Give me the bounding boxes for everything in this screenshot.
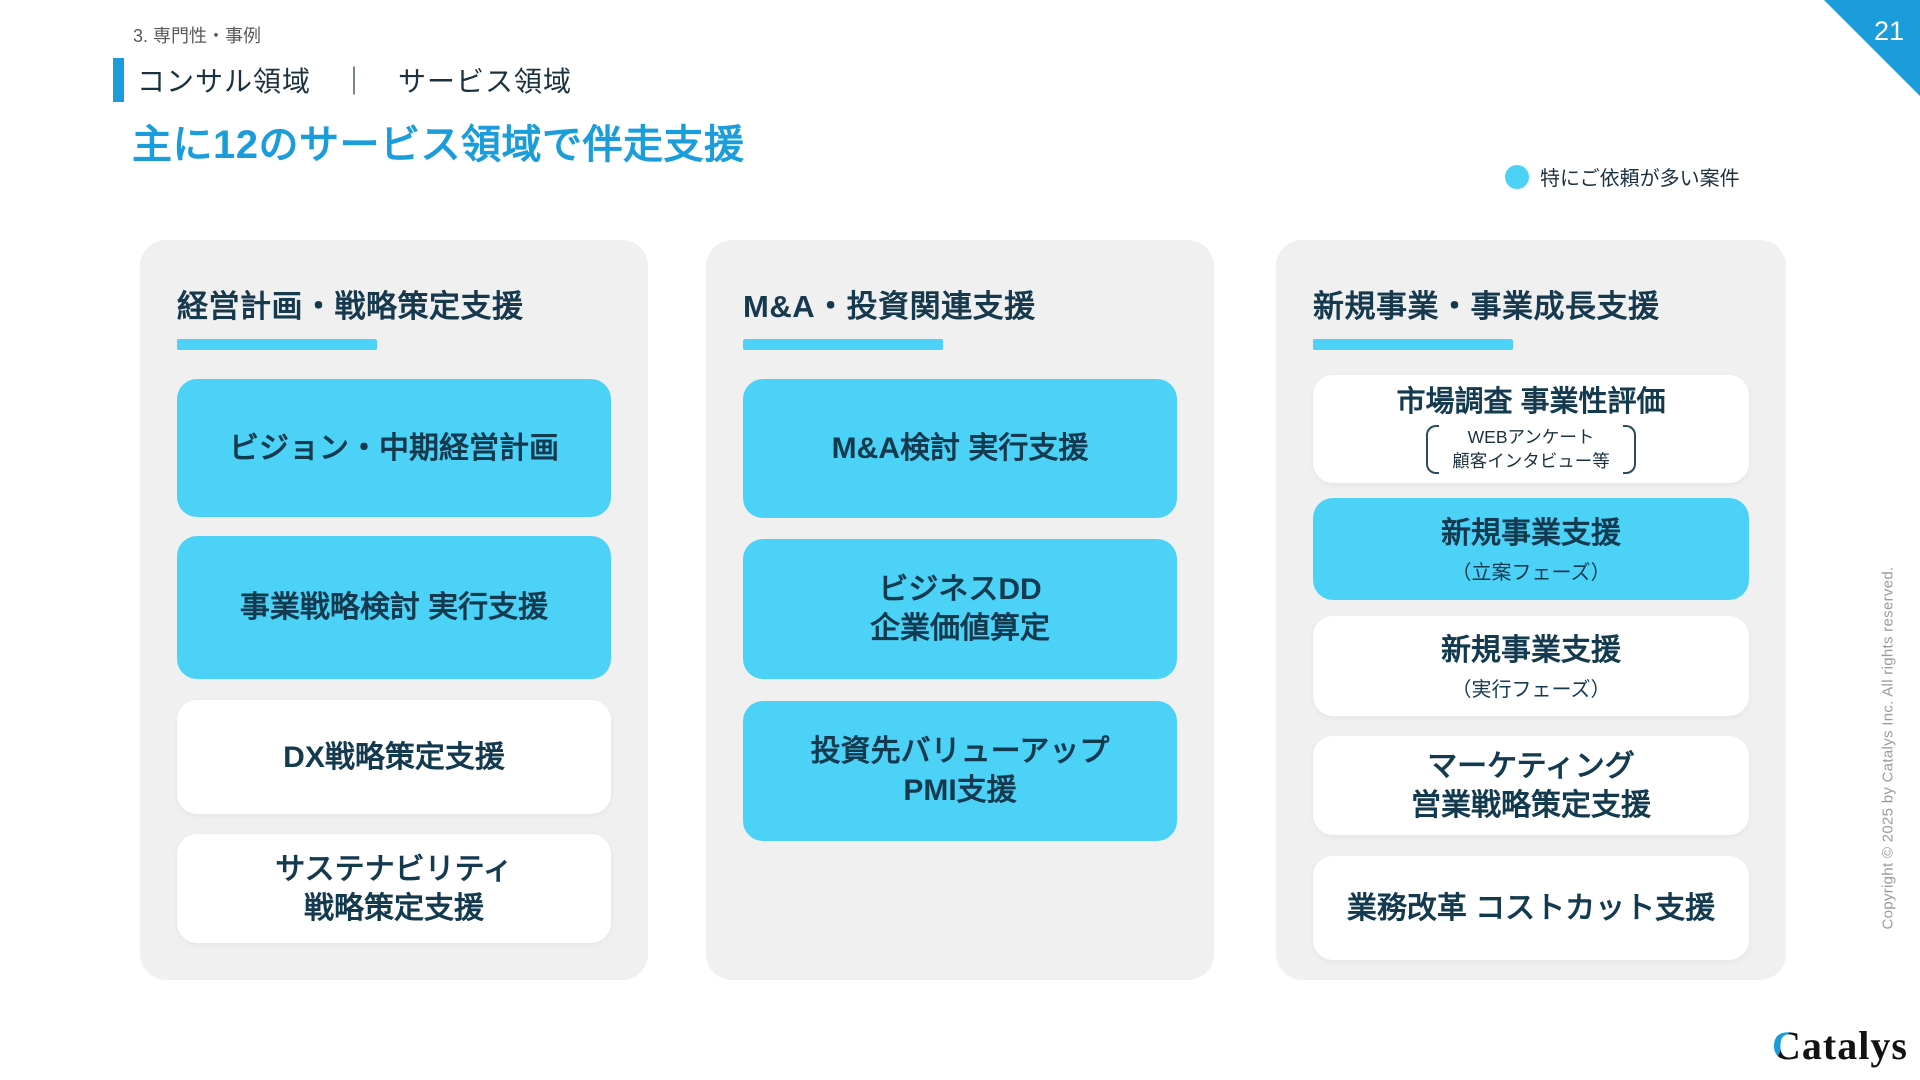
legend: 特にご依頼が多い案件 <box>1505 162 1740 191</box>
service-card-label: 新規事業支援 <box>1441 633 1621 667</box>
service-card-label: ビジネスDD <box>878 573 1042 606</box>
service-card: M&A検討 実行支援 <box>743 379 1177 518</box>
service-card-label: 市場調査 事業性評価 <box>1396 385 1666 418</box>
page-title: 主に12のサービス領域で伴走支援 <box>132 123 745 167</box>
service-card-label: PMI支援 <box>903 774 1017 807</box>
service-card: 新規事業支援 （実行フェーズ） <box>1313 616 1749 716</box>
service-card: ビジョン・中期経営計画 <box>177 379 611 517</box>
service-card: 新規事業支援 （立案フェーズ） <box>1313 498 1749 600</box>
column-ma-investment: M&A・投資関連支援 M&A検討 実行支援 ビジネスDD 企業価値算定 投資先バ… <box>706 240 1214 980</box>
service-card-label: 事業戦略検討 実行支援 <box>239 591 549 624</box>
legend-label: 特にご依頼が多い案件 <box>1540 168 1740 190</box>
column-management-planning: 経営計画・戦略策定支援 ビジョン・中期経営計画 事業戦略検討 実行支援 DX戦略… <box>140 240 648 980</box>
logo-letter-c: C <box>1772 1023 1802 1068</box>
service-card: DX戦略策定支援 <box>177 700 611 814</box>
service-card-label: 投資先バリューアップ <box>810 735 1110 768</box>
page-number: 21 <box>1873 16 1904 46</box>
service-card-label: 企業価値算定 <box>870 612 1050 645</box>
service-card: 投資先バリューアップ PMI支援 <box>743 701 1177 841</box>
column-title-underline <box>177 339 377 350</box>
column-title-underline <box>1313 339 1513 350</box>
service-card: マーケティング 営業戦略策定支援 <box>1313 736 1749 835</box>
service-card: 市場調査 事業性評価 WEBアンケート 顧客インタビュー等 <box>1313 375 1749 483</box>
service-card-sublabel: （実行フェーズ） <box>1451 678 1611 701</box>
column-title: M&A・投資関連支援 <box>743 289 1036 324</box>
service-card-label: マーケティング <box>1427 749 1635 783</box>
service-card-sublabel: （立案フェーズ） <box>1451 561 1611 584</box>
service-card-label: 営業戦略策定支援 <box>1411 788 1651 822</box>
note-line: WEBアンケート <box>1467 427 1595 448</box>
column-title: 新規事業・事業成長支援 <box>1313 289 1660 324</box>
service-card-label: 戦略策定支援 <box>304 891 484 925</box>
header-title: コンサル領域 ｜ サービス領域 <box>137 66 573 97</box>
service-card-label: サステナビリティ <box>275 852 513 886</box>
copyright-text: Copyright © 2025 by Catalys Inc. All rig… <box>1879 566 1897 930</box>
column-title: 経営計画・戦略策定支援 <box>177 289 524 324</box>
service-card-label: 新規事業支援 <box>1441 516 1621 550</box>
header-accent-bar <box>113 58 124 102</box>
section-label: 3. 専門性・事例 <box>133 26 262 46</box>
bracket-right-icon <box>1622 425 1636 475</box>
service-card-label: ビジョン・中期経営計画 <box>229 431 559 465</box>
service-card-note: WEBアンケート 顧客インタビュー等 <box>1426 425 1636 475</box>
service-card-label: DX戦略策定支援 <box>283 740 505 774</box>
note-line: 顧客インタビュー等 <box>1452 450 1610 471</box>
service-card-label: M&A検討 実行支援 <box>831 432 1089 465</box>
service-card: 業務改革 コストカット支援 <box>1313 856 1749 960</box>
legend-dot-icon <box>1505 164 1529 189</box>
service-card: サステナビリティ 戦略策定支援 <box>177 834 611 943</box>
service-card-label: 業務改革 コストカット支援 <box>1346 891 1716 925</box>
bracket-left-icon <box>1426 425 1440 475</box>
column-new-business-growth: 新規事業・事業成長支援 市場調査 事業性評価 WEBアンケート 顧客インタビュー… <box>1276 240 1786 980</box>
corner-triangle <box>1824 0 1920 96</box>
service-card: ビジネスDD 企業価値算定 <box>743 539 1177 679</box>
column-title-underline <box>743 339 943 350</box>
service-card-note-text: WEBアンケート 顧客インタビュー等 <box>1448 425 1614 474</box>
service-card: 事業戦略検討 実行支援 <box>177 536 611 679</box>
logo-rest: atalys <box>1801 1023 1908 1068</box>
catalys-logo: Catalys <box>1772 1022 1908 1069</box>
